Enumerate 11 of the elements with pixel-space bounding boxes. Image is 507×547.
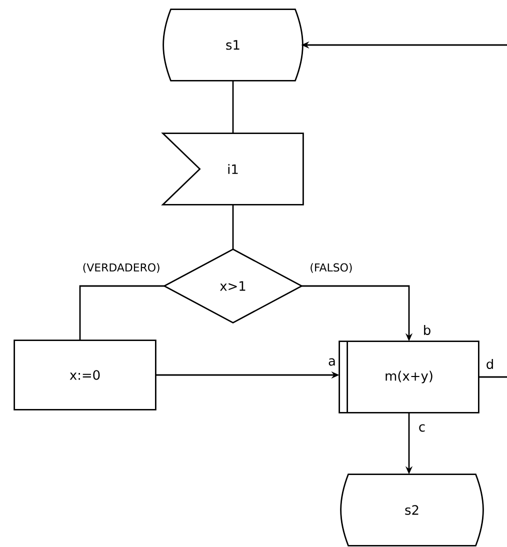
connector-line (79, 285, 164, 340)
edge-label: (FALSO) (310, 263, 352, 273)
port-label: a (328, 358, 335, 366)
connector-line (232, 80, 234, 134)
connector-line (232, 204, 234, 250)
port-label: d (486, 358, 493, 370)
port-label: c (419, 424, 425, 432)
edge-label: (VERDADERO) (83, 263, 160, 273)
subroutine-box: m(x+y) (338, 340, 480, 414)
connector-line (478, 376, 507, 378)
process-box: x:=0 (14, 340, 156, 410)
